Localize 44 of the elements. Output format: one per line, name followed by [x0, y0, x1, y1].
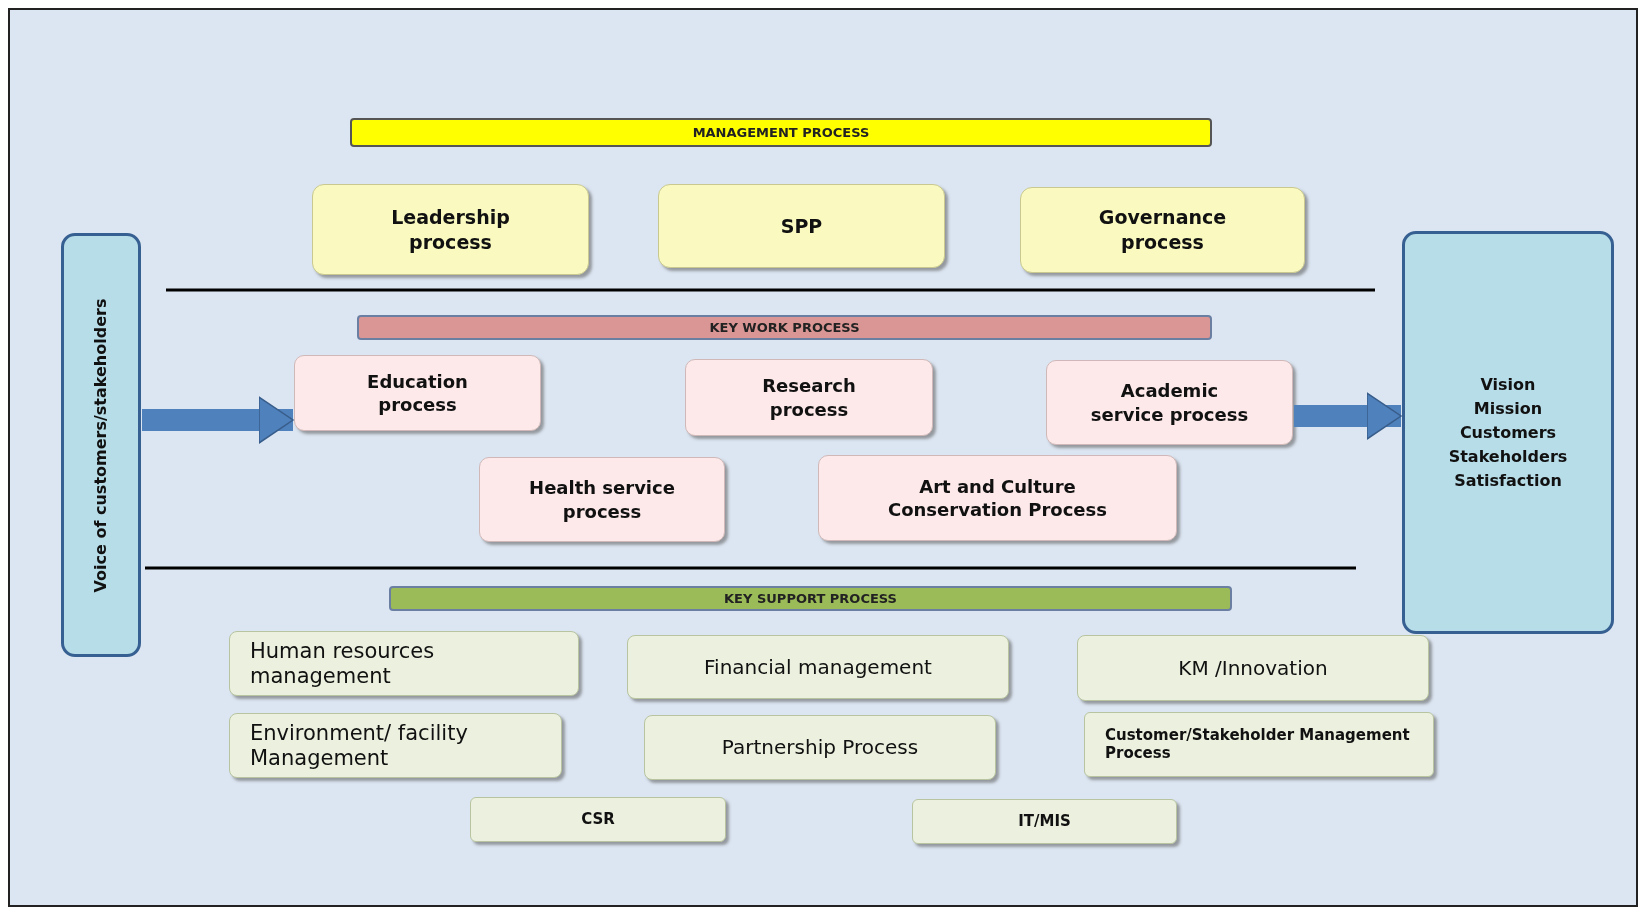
node-label: Vision Mission Customers Stakeholders Satisfaction: [1448, 373, 1568, 492]
section-banner: [357, 315, 1212, 340]
node-label: MANAGEMENT PROCESS: [692, 125, 870, 140]
process-box: [470, 797, 726, 842]
node-label: Partnership Process: [721, 736, 919, 759]
process-box: [912, 799, 1177, 844]
node-label: Governance process: [1097, 205, 1228, 255]
process-box: [818, 455, 1177, 541]
node-label: Research process: [761, 374, 857, 421]
block-arrow: [1294, 392, 1402, 440]
node-label: Education process: [366, 369, 469, 417]
node-label: Voice of customers/stakeholders: [91, 298, 111, 592]
process-box: [685, 359, 933, 436]
node-label: Art and Culture Conservation Process: [886, 474, 1108, 522]
side-panel: [1402, 231, 1614, 634]
node-label: KEY WORK PROCESS: [709, 320, 860, 335]
process-box: [479, 457, 725, 542]
node-label: Leadership process: [390, 204, 511, 255]
process-box: [1077, 635, 1429, 701]
block-arrow: [142, 396, 294, 444]
process-box: [229, 713, 562, 778]
node-label: Academic service process: [1089, 379, 1250, 426]
process-box: [229, 631, 579, 696]
process-box: [1084, 712, 1434, 777]
process-box: [644, 715, 996, 780]
node-label: Customer/Stakeholder Management Process: [1105, 727, 1411, 762]
node-label: KM /Innovation: [1178, 656, 1328, 680]
node-label: Health service process: [528, 476, 676, 523]
process-box: [294, 355, 541, 431]
process-box: [627, 635, 1009, 699]
node-label: Human resources management: [250, 639, 436, 688]
process-box: [1020, 187, 1305, 273]
process-box: [1046, 360, 1293, 445]
section-banner: [389, 586, 1232, 611]
node-label: IT/MIS: [1018, 812, 1071, 831]
node-label: CSR: [581, 810, 615, 829]
node-label: SPP: [780, 213, 823, 239]
process-box: [658, 184, 945, 268]
node-label: KEY SUPPORT PROCESS: [724, 591, 897, 606]
node-label: Environment/ facility Management: [250, 721, 469, 770]
side-panel: [61, 233, 141, 657]
section-banner: [350, 118, 1212, 147]
process-box: [312, 184, 589, 275]
node-label: Financial management: [704, 655, 932, 679]
